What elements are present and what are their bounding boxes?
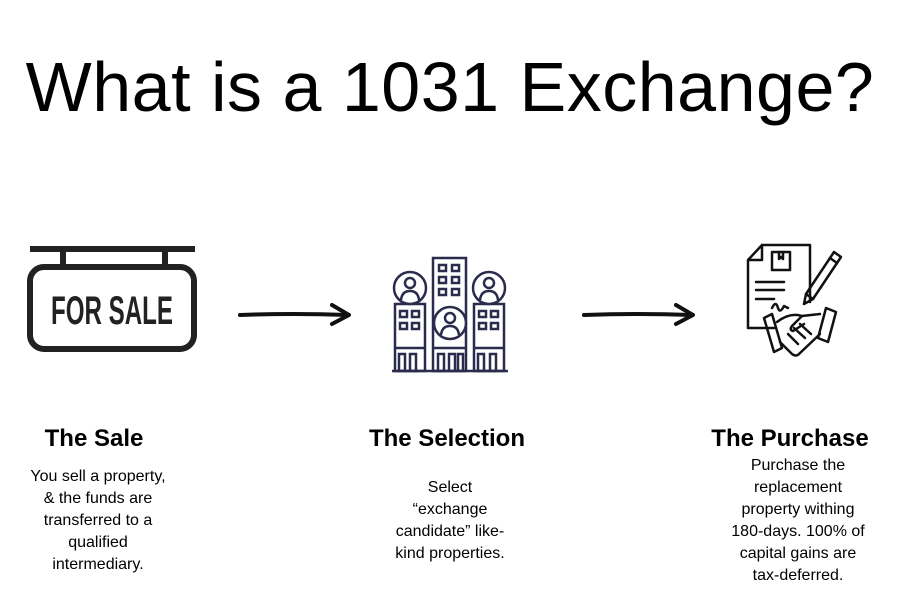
desc-line: candidate” like- xyxy=(395,523,505,540)
desc-line: capital gains are xyxy=(739,545,857,562)
arrow-right-icon xyxy=(582,303,695,326)
step-title-purchase: The Purchase xyxy=(711,425,869,452)
desc-line: qualified xyxy=(68,534,128,551)
step-description-selection: Select “exchange candidate” like- kind p… xyxy=(375,477,525,565)
desc-line: tax-deferred. xyxy=(752,567,844,584)
desc-line: intermediary. xyxy=(52,556,144,573)
sign-text: FOR SALE xyxy=(51,289,173,333)
desc-line: kind properties. xyxy=(395,545,505,562)
desc-line: “exchange xyxy=(412,501,488,518)
page-title: What is a 1031 Exchange? xyxy=(25,48,875,126)
contract-handshake-icon xyxy=(746,243,843,357)
desc-line: property withing xyxy=(741,501,855,518)
desc-line: 180-days. 100% of xyxy=(731,523,865,540)
step-title-sale: The Sale xyxy=(44,425,144,452)
desc-line: Purchase the xyxy=(750,457,846,474)
desc-line: You sell a property, xyxy=(30,468,166,485)
desc-line: replacement xyxy=(753,479,843,496)
step-description-purchase: Purchase the replacement property within… xyxy=(708,455,888,587)
desc-line: Select xyxy=(427,479,473,496)
arrow-right-icon xyxy=(238,303,351,326)
step-title-selection: The Selection xyxy=(368,425,526,452)
step-description-sale: You sell a property, & the funds are tra… xyxy=(17,466,179,576)
desc-line: & the funds are xyxy=(43,490,153,507)
for-sale-sign-icon: FOR SALE xyxy=(27,246,197,352)
desc-line: transferred to a xyxy=(43,512,153,529)
buildings-with-people-icon xyxy=(392,256,508,373)
